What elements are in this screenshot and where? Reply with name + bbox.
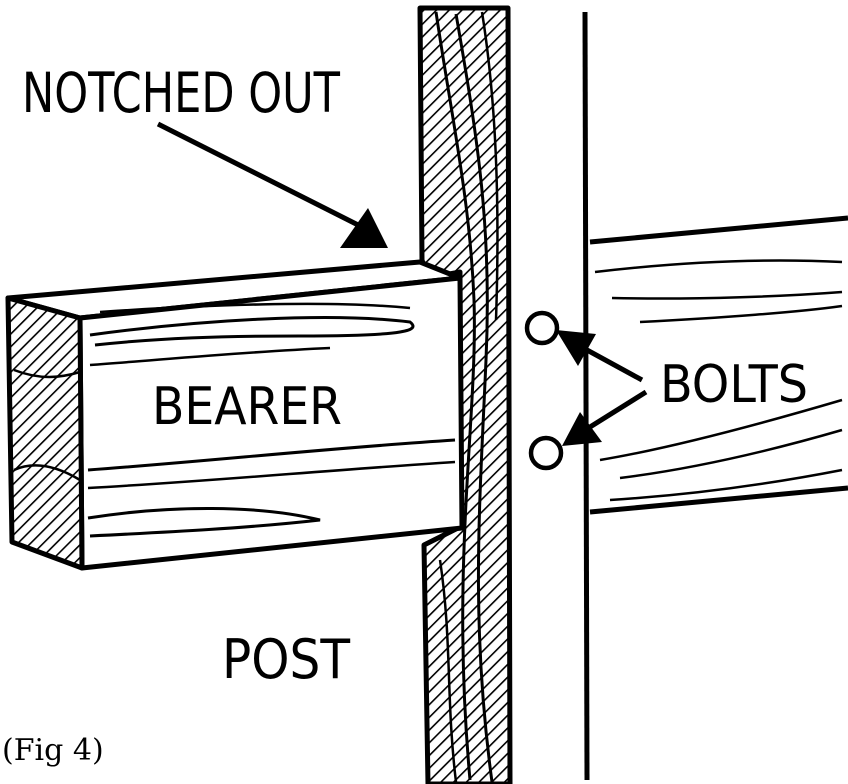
notched-out-arrow: [156, 121, 388, 248]
notched-out-label: NOTCHED OUT: [22, 61, 341, 125]
figure-caption: (Fig 4): [2, 733, 104, 768]
rear-bearer: [589, 215, 848, 515]
post-label: POST: [222, 628, 350, 691]
bolts-arrows: [556, 330, 648, 446]
front-bearer: [5, 259, 465, 571]
post-face: [582, 11, 590, 781]
bolt-heads: [524, 310, 564, 471]
bolts-label: BOLTS: [660, 355, 808, 415]
bolt-lower: [528, 435, 564, 471]
bolt-upper: [524, 310, 560, 346]
bearer-label: BEARER: [152, 377, 342, 437]
